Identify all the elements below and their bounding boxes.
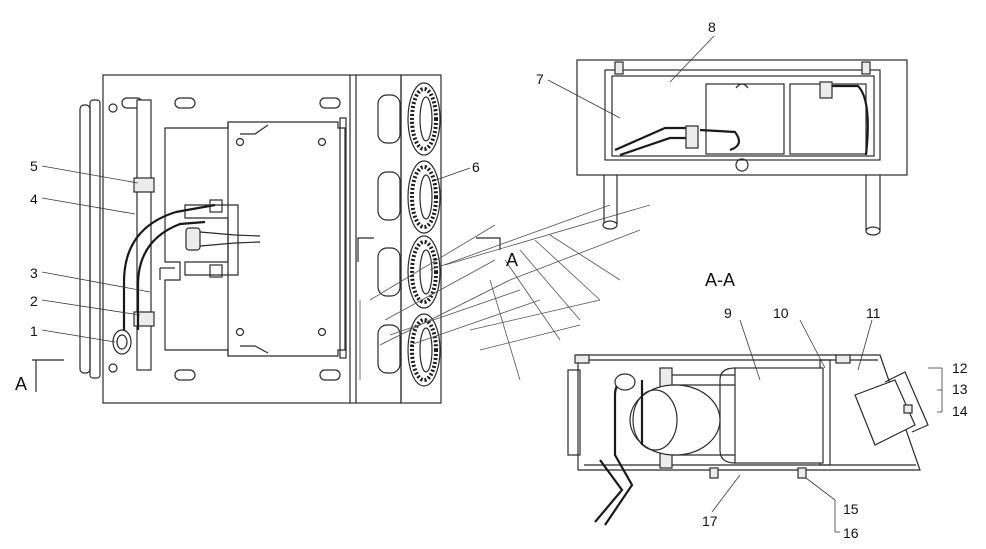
fan-panel xyxy=(400,74,442,404)
top-view xyxy=(576,59,908,236)
callout-8: 8 xyxy=(708,19,716,35)
callout-7: 7 xyxy=(536,71,544,87)
fan-3 xyxy=(407,235,441,309)
callout-3: 3 xyxy=(30,265,38,281)
compressor xyxy=(734,367,824,464)
callout-2: 2 xyxy=(30,293,38,309)
section-mark-right: A xyxy=(506,250,518,270)
callout-11: 11 xyxy=(866,305,881,321)
callout-16: 16 xyxy=(843,525,859,541)
pipe-clamp xyxy=(133,177,155,193)
section-labels: A A A-A xyxy=(15,250,735,394)
callout-1: 1 xyxy=(30,323,38,339)
side-tube xyxy=(79,104,91,374)
top-view-housing xyxy=(576,59,908,176)
callout-12: 12 xyxy=(952,360,968,376)
fan-1 xyxy=(407,82,441,156)
hose-connector xyxy=(185,227,201,251)
end-cover xyxy=(854,379,916,446)
vertical-pipe xyxy=(136,99,152,371)
fan-2 xyxy=(407,160,441,234)
motor-body xyxy=(629,384,721,456)
callout-5: 5 xyxy=(30,158,38,174)
callout-9: 9 xyxy=(724,305,732,321)
top-view-connector xyxy=(685,125,699,149)
section-view xyxy=(567,354,929,526)
section-housing xyxy=(577,354,921,471)
callout-4: 4 xyxy=(30,191,38,207)
hose-fitting xyxy=(112,329,132,355)
section-title: A-A xyxy=(705,270,735,290)
front-view xyxy=(32,74,501,404)
fan-detail-guides xyxy=(359,204,651,381)
callout-13: 13 xyxy=(952,381,968,397)
callout-6: 6 xyxy=(472,159,480,175)
mounting-plate xyxy=(164,121,346,357)
leader-lines xyxy=(41,35,943,533)
fan-4 xyxy=(407,313,441,387)
section-mark-left: A xyxy=(15,374,27,394)
callout-15: 15 xyxy=(843,501,859,517)
callout-17: 17 xyxy=(702,513,718,529)
callout-10: 10 xyxy=(773,305,789,321)
callout-labels: 1 2 3 4 5 6 7 8 9 10 11 12 13 14 15 16 1… xyxy=(30,19,968,541)
callout-14: 14 xyxy=(952,403,968,419)
